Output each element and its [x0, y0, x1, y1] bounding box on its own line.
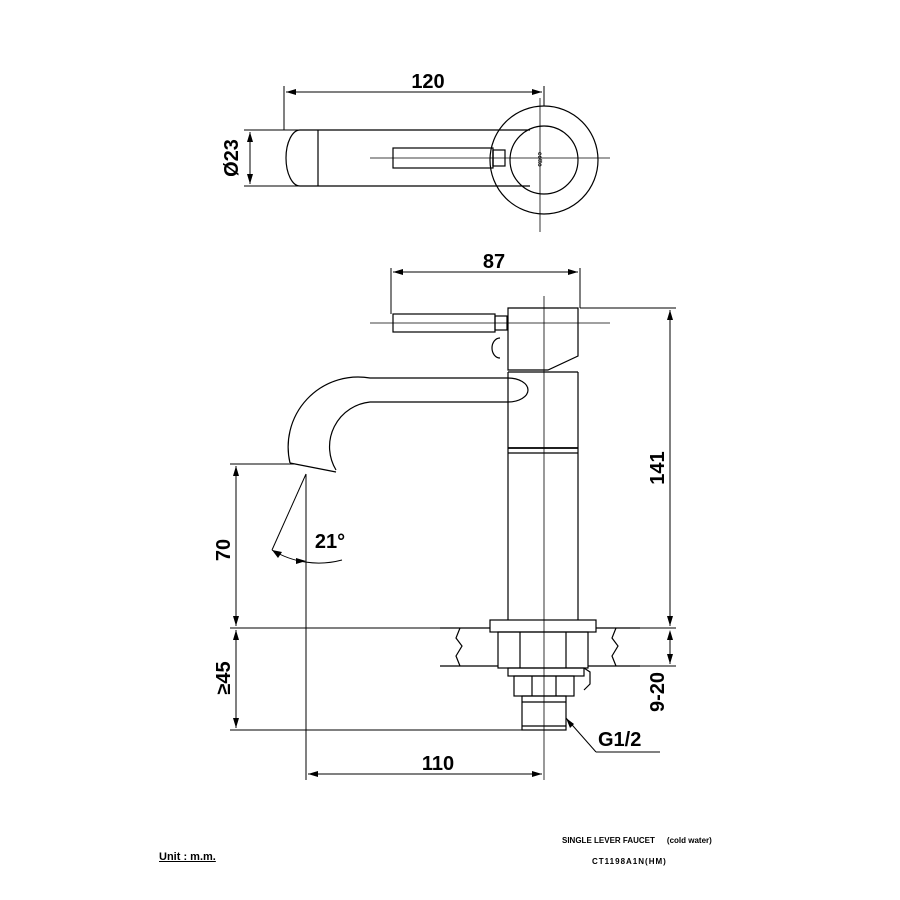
dim-diameter: Ø23 — [221, 139, 243, 177]
dim-height: 141 — [647, 451, 669, 484]
product-title: SINGLE LEVER FAUCET (cold water) — [562, 836, 712, 845]
model-number: CT1198A1N(HM) — [592, 857, 667, 866]
dim-top-length: 120 — [411, 71, 444, 93]
dim-spout-angle: 21° — [315, 531, 345, 553]
dim-counter-thickness: 9-20 — [647, 672, 669, 712]
unit-label: Unit : m.m. — [159, 851, 216, 863]
dim-spout-height: 70 — [213, 539, 235, 561]
product-name: SINGLE LEVER FAUCET — [562, 836, 655, 845]
top-view: cotto 120 Ø23 — [221, 71, 610, 232]
side-view: 87 141 9-20 70 ≥45 21° — [213, 251, 676, 780]
product-note: (cold water) — [666, 836, 712, 845]
brand-mark: cotto — [536, 152, 542, 167]
thread-label: G1/2 — [598, 729, 641, 751]
dim-mount-depth: ≥45 — [213, 661, 235, 694]
dim-reach: 110 — [422, 753, 454, 775]
dim-lever-length: 87 — [483, 251, 505, 273]
